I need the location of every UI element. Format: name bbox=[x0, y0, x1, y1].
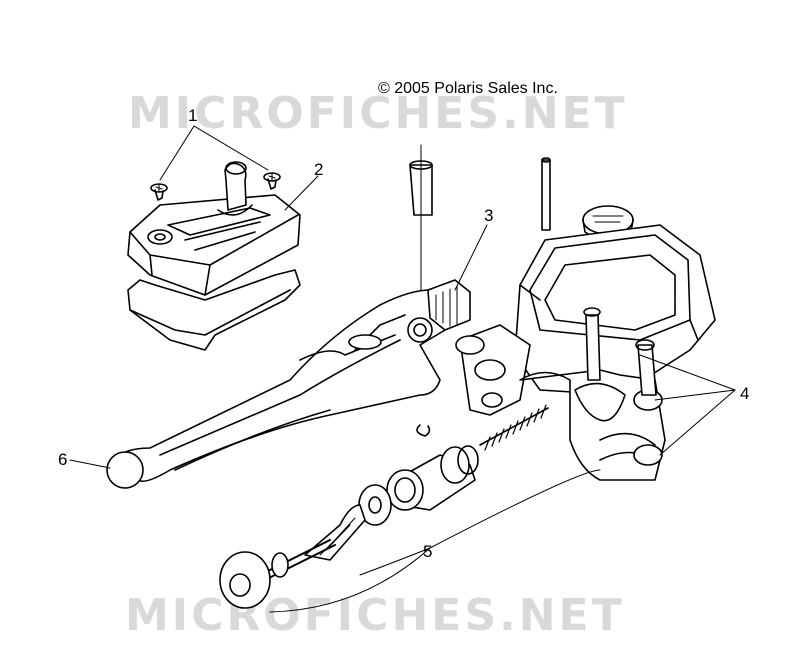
pivot-pin bbox=[409, 144, 433, 291]
callout-2: 2 bbox=[314, 160, 324, 179]
reservoir-cover bbox=[127, 161, 301, 351]
copyright-notice: © 2005 Polaris Sales Inc. bbox=[378, 80, 558, 97]
leader-lines bbox=[69, 125, 736, 613]
callout-5: 5 bbox=[423, 542, 433, 561]
callout-6: 6 bbox=[58, 450, 68, 469]
screw-right bbox=[263, 172, 281, 190]
screw-left bbox=[150, 183, 168, 201]
master-cylinder-body bbox=[455, 224, 716, 481]
callout-3: 3 bbox=[484, 206, 494, 225]
brake-lever bbox=[106, 279, 471, 489]
callout-1: 1 bbox=[188, 106, 198, 125]
small-pin bbox=[541, 157, 551, 231]
watermark-bottom: MICROFICHES.NET bbox=[125, 590, 625, 641]
watermark-top: MICROFICHES.NET bbox=[128, 88, 628, 139]
piston-kit bbox=[219, 404, 549, 609]
callout-4: 4 bbox=[740, 384, 750, 403]
